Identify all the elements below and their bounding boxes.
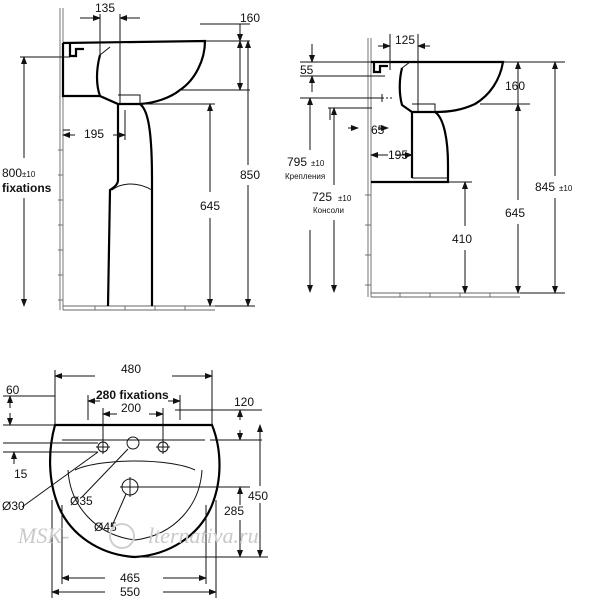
dim-195-b: 195 (388, 148, 408, 162)
dim-450: 450 (248, 489, 268, 503)
dim-800: 800 (2, 166, 22, 180)
dim-800-label: fixations (2, 181, 52, 195)
label-konsoli: Консоли (313, 206, 344, 215)
dim-d35: Ø35 (70, 494, 93, 508)
basin-side-2 (371, 60, 505, 114)
dim-15: 15 (14, 467, 28, 481)
dim-195-a: 195 (84, 127, 104, 141)
dim-200: 200 (121, 401, 141, 415)
dim-850: 850 (240, 168, 260, 182)
dim-125: 125 (395, 33, 415, 47)
dim-135-a: 135 (95, 1, 115, 15)
tap-hole-center (126, 436, 140, 450)
watermark-at-icon (109, 523, 135, 549)
dim-845-tol: ±10 (559, 184, 573, 193)
dim-410: 410 (452, 232, 472, 246)
dim-800-tol: ±10 (22, 170, 36, 179)
dim-645-a: 645 (200, 199, 220, 213)
dim-55: 55 (300, 63, 314, 77)
dim-845: 845 (535, 180, 555, 194)
dim-795-tol: ±10 (311, 159, 325, 168)
dim-120: 120 (234, 395, 254, 409)
basin-side-1 (61, 39, 207, 106)
dim-65: 65 (371, 123, 385, 137)
watermark: MSK- lternativa.ru (17, 523, 259, 549)
dim-160-a: 160 (240, 11, 260, 25)
wall-left-1 (58, 8, 215, 311)
side-view-half-pedestal: 125 55 160 65 195 795 ±10 Крепления (285, 33, 573, 298)
dim-285: 285 (224, 504, 244, 518)
plan-view: 480 280 fixations 200 60 120 15 Ø30 (2, 362, 268, 599)
side-view-full-pedestal: 135 160 800 ±10 fixations 195 645 (2, 1, 260, 311)
dim-550: 550 (120, 585, 140, 599)
dim-160-b: 160 (505, 79, 525, 93)
dim-725-tol: ±10 (338, 194, 352, 203)
dim-480: 480 (121, 362, 141, 376)
dim-465: 465 (120, 571, 140, 585)
watermark-suffix: lternativa.ru (148, 523, 259, 548)
dim-645-b: 645 (505, 206, 525, 220)
dim-725: 725 (312, 190, 332, 204)
watermark-prefix: MSK- (17, 523, 69, 548)
label-krepleniya: Крепления (285, 172, 325, 181)
dim-d30: Ø30 (2, 499, 25, 513)
dim-280-fixations: 280 fixations (96, 388, 169, 402)
dim-795: 795 (287, 155, 307, 169)
wall-right-1 (365, 38, 520, 298)
pedestal-1 (106, 103, 154, 307)
dim-60: 60 (6, 383, 20, 397)
